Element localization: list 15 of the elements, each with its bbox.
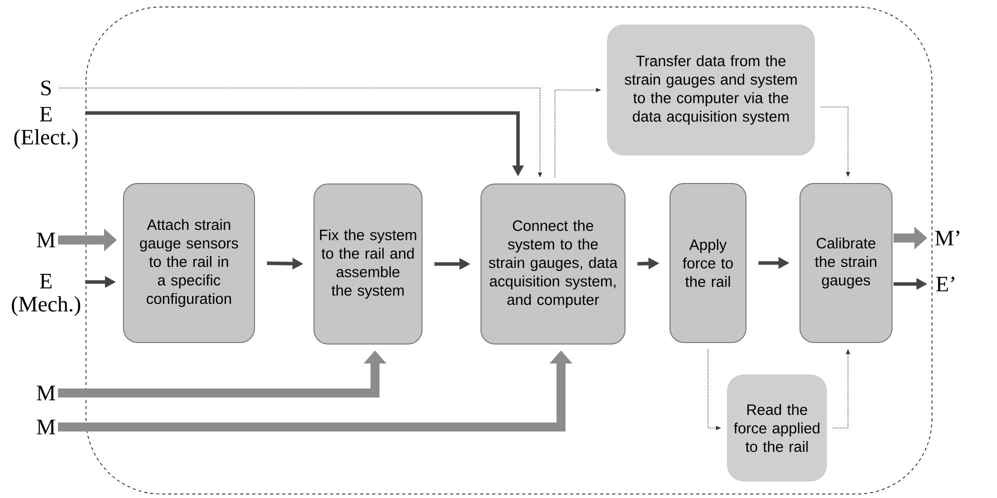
process-box: Fix the system to the rail and assemble the system: [314, 184, 422, 344]
process-box: Transfer data from the strain gauges and system to the computer via the data acquisition system: [607, 24, 815, 156]
flow-label: M: [36, 420, 56, 434]
flow-label: M: [36, 386, 56, 400]
process-box: Attach strain gauge sensors to the rail in a specific configuration: [123, 183, 255, 343]
flow-label: E (Elect.): [14, 106, 78, 150]
flow-label: M: [36, 232, 56, 248]
process-box: Apply force to the rail: [670, 183, 746, 343]
flow-label: E (Mech.): [12, 274, 80, 316]
process-box: Connect the system to the strain gauges, data acquisition system, and computer: [480, 184, 626, 344]
flow-label: S: [41, 80, 51, 96]
flow-label: E’: [936, 276, 954, 292]
flow-label: M’: [935, 230, 960, 246]
process-box: Calibrate the strain gauges: [800, 183, 892, 343]
process-box: Read the force applied to the rail: [727, 374, 827, 482]
